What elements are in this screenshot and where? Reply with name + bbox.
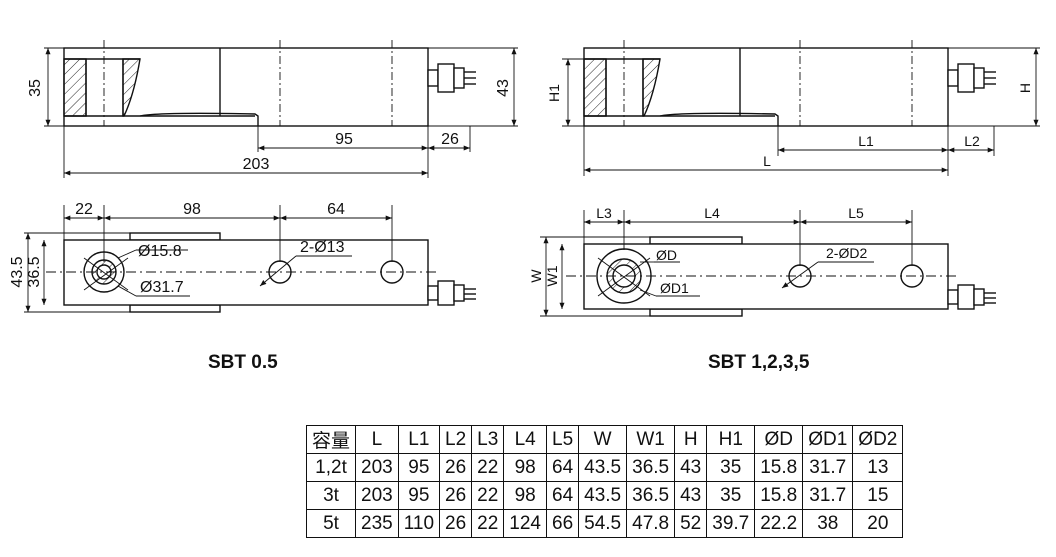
table-cell: 124 — [503, 509, 547, 538]
right-side-view — [562, 40, 1040, 176]
table-header-cell: ØD1 — [802, 425, 854, 454]
table-row: 5t 235 110 26 22 124 66 54.5 47.8 52 39.… — [305, 509, 904, 538]
table-cell: 43 — [674, 453, 708, 482]
dim-hole-inner: Ø15.8 — [138, 243, 182, 260]
table-row: 3t 203 95 26 22 98 64 43.5 36.5 43 35 15… — [305, 481, 904, 510]
dim-l4: L4 — [704, 205, 720, 221]
table-cell: 5t — [305, 509, 357, 538]
dim-holes: 2-Ø13 — [300, 239, 345, 256]
dim-w: W — [528, 269, 544, 283]
table-cell: 43.5 — [578, 453, 628, 482]
table-cell: 3t — [305, 481, 357, 510]
table-cell: 31.7 — [802, 481, 854, 510]
table-header-row: 容量 L L1 L2 L3 L4 L5 W W1 H H1 ØD ØD1 ØD2 — [305, 425, 904, 454]
dim-l2: L2 — [964, 133, 980, 149]
dim-hole-outer: Ø31.7 — [140, 279, 184, 296]
dim-height-right: 43 — [495, 79, 512, 97]
table-cell: 66 — [545, 509, 580, 538]
table-cell: 22 — [471, 481, 505, 510]
dim-h1: H1 — [546, 84, 562, 102]
table-cell: 35 — [706, 453, 756, 482]
table-cell: 47.8 — [626, 509, 676, 538]
table-cell: 203 — [355, 481, 399, 510]
table-row: 1,2t 203 95 26 22 98 64 43.5 36.5 43 35 … — [305, 453, 904, 482]
dim-d1: ØD1 — [660, 280, 689, 296]
table-cell: 1,2t — [305, 453, 357, 482]
dim-gap: 95 — [335, 131, 353, 148]
table-cell: 43.5 — [578, 481, 628, 510]
table-cell: 98 — [503, 481, 547, 510]
table-header-cell: ØD — [754, 425, 804, 454]
dim-tail: 26 — [441, 131, 459, 148]
left-top-view — [24, 205, 476, 313]
table-cell: 20 — [852, 509, 904, 538]
table-header-cell: 容量 — [305, 425, 357, 454]
table-cell: 43 — [674, 481, 708, 510]
table-header-cell: L2 — [439, 425, 473, 454]
table-cell: 15.8 — [754, 453, 804, 482]
table-cell: 64 — [545, 453, 580, 482]
table-cell: 22 — [471, 509, 505, 538]
dim-l: L — [763, 153, 771, 169]
table-cell: 15 — [852, 481, 904, 510]
table-cell: 54.5 — [578, 509, 628, 538]
table-header-cell: L — [355, 425, 399, 454]
dim-d3: 64 — [327, 201, 345, 218]
dim-h: H — [1017, 83, 1033, 93]
table-cell: 95 — [397, 453, 441, 482]
dim-d2: 98 — [183, 201, 201, 218]
table-header-cell: L5 — [545, 425, 580, 454]
left-side-view — [44, 40, 518, 178]
table-header-cell: L4 — [503, 425, 547, 454]
table-cell: 52 — [674, 509, 708, 538]
table-header-cell: W — [578, 425, 628, 454]
table-cell: 95 — [397, 481, 441, 510]
table-cell: 22 — [471, 453, 505, 482]
table-cell: 13 — [852, 453, 904, 482]
dim-overall: 203 — [243, 156, 270, 173]
table-header-cell: H1 — [706, 425, 756, 454]
table-cell: 26 — [439, 453, 473, 482]
table-cell: 35 — [706, 481, 756, 510]
table-cell: 26 — [439, 509, 473, 538]
dim-w1: W1 — [544, 265, 560, 286]
table-cell: 15.8 — [754, 481, 804, 510]
table-header-cell: L1 — [397, 425, 441, 454]
dim-l1: L1 — [858, 133, 874, 149]
caption-left: SBT 0.5 — [208, 352, 278, 373]
table-header-cell: W1 — [626, 425, 676, 454]
table-cell: 98 — [503, 453, 547, 482]
table-header-cell: H — [674, 425, 708, 454]
technical-drawing: 35 43 95 26 203 — [9, 40, 1040, 317]
dim-d: ØD — [656, 247, 677, 263]
table-cell: 38 — [802, 509, 854, 538]
dim-d2: 2-ØD2 — [826, 245, 867, 261]
spec-table: 容量 L L1 L2 L3 L4 L5 W W1 H H1 ØD ØD1 ØD2… — [305, 425, 904, 538]
dim-l3: L3 — [596, 205, 612, 221]
dim-d1: 22 — [75, 201, 93, 218]
table-cell: 39.7 — [706, 509, 756, 538]
table-header-cell: L3 — [471, 425, 505, 454]
right-top-view — [540, 210, 996, 317]
table-cell: 26 — [439, 481, 473, 510]
dim-width-outer: 43.5 — [9, 256, 26, 287]
table-cell: 36.5 — [626, 453, 676, 482]
table-cell: 31.7 — [802, 453, 854, 482]
caption-right: SBT 1,2,3,5 — [708, 352, 810, 373]
dim-l5: L5 — [848, 205, 864, 221]
dim-width-inner: 36.5 — [26, 256, 43, 287]
table-cell: 22.2 — [754, 509, 804, 538]
table-header-cell: ØD2 — [852, 425, 904, 454]
table-cell: 203 — [355, 453, 399, 482]
table-cell: 36.5 — [626, 481, 676, 510]
dim-height-left: 35 — [27, 79, 44, 97]
table-cell: 64 — [545, 481, 580, 510]
table-cell: 235 — [355, 509, 399, 538]
table-cell: 110 — [397, 509, 441, 538]
